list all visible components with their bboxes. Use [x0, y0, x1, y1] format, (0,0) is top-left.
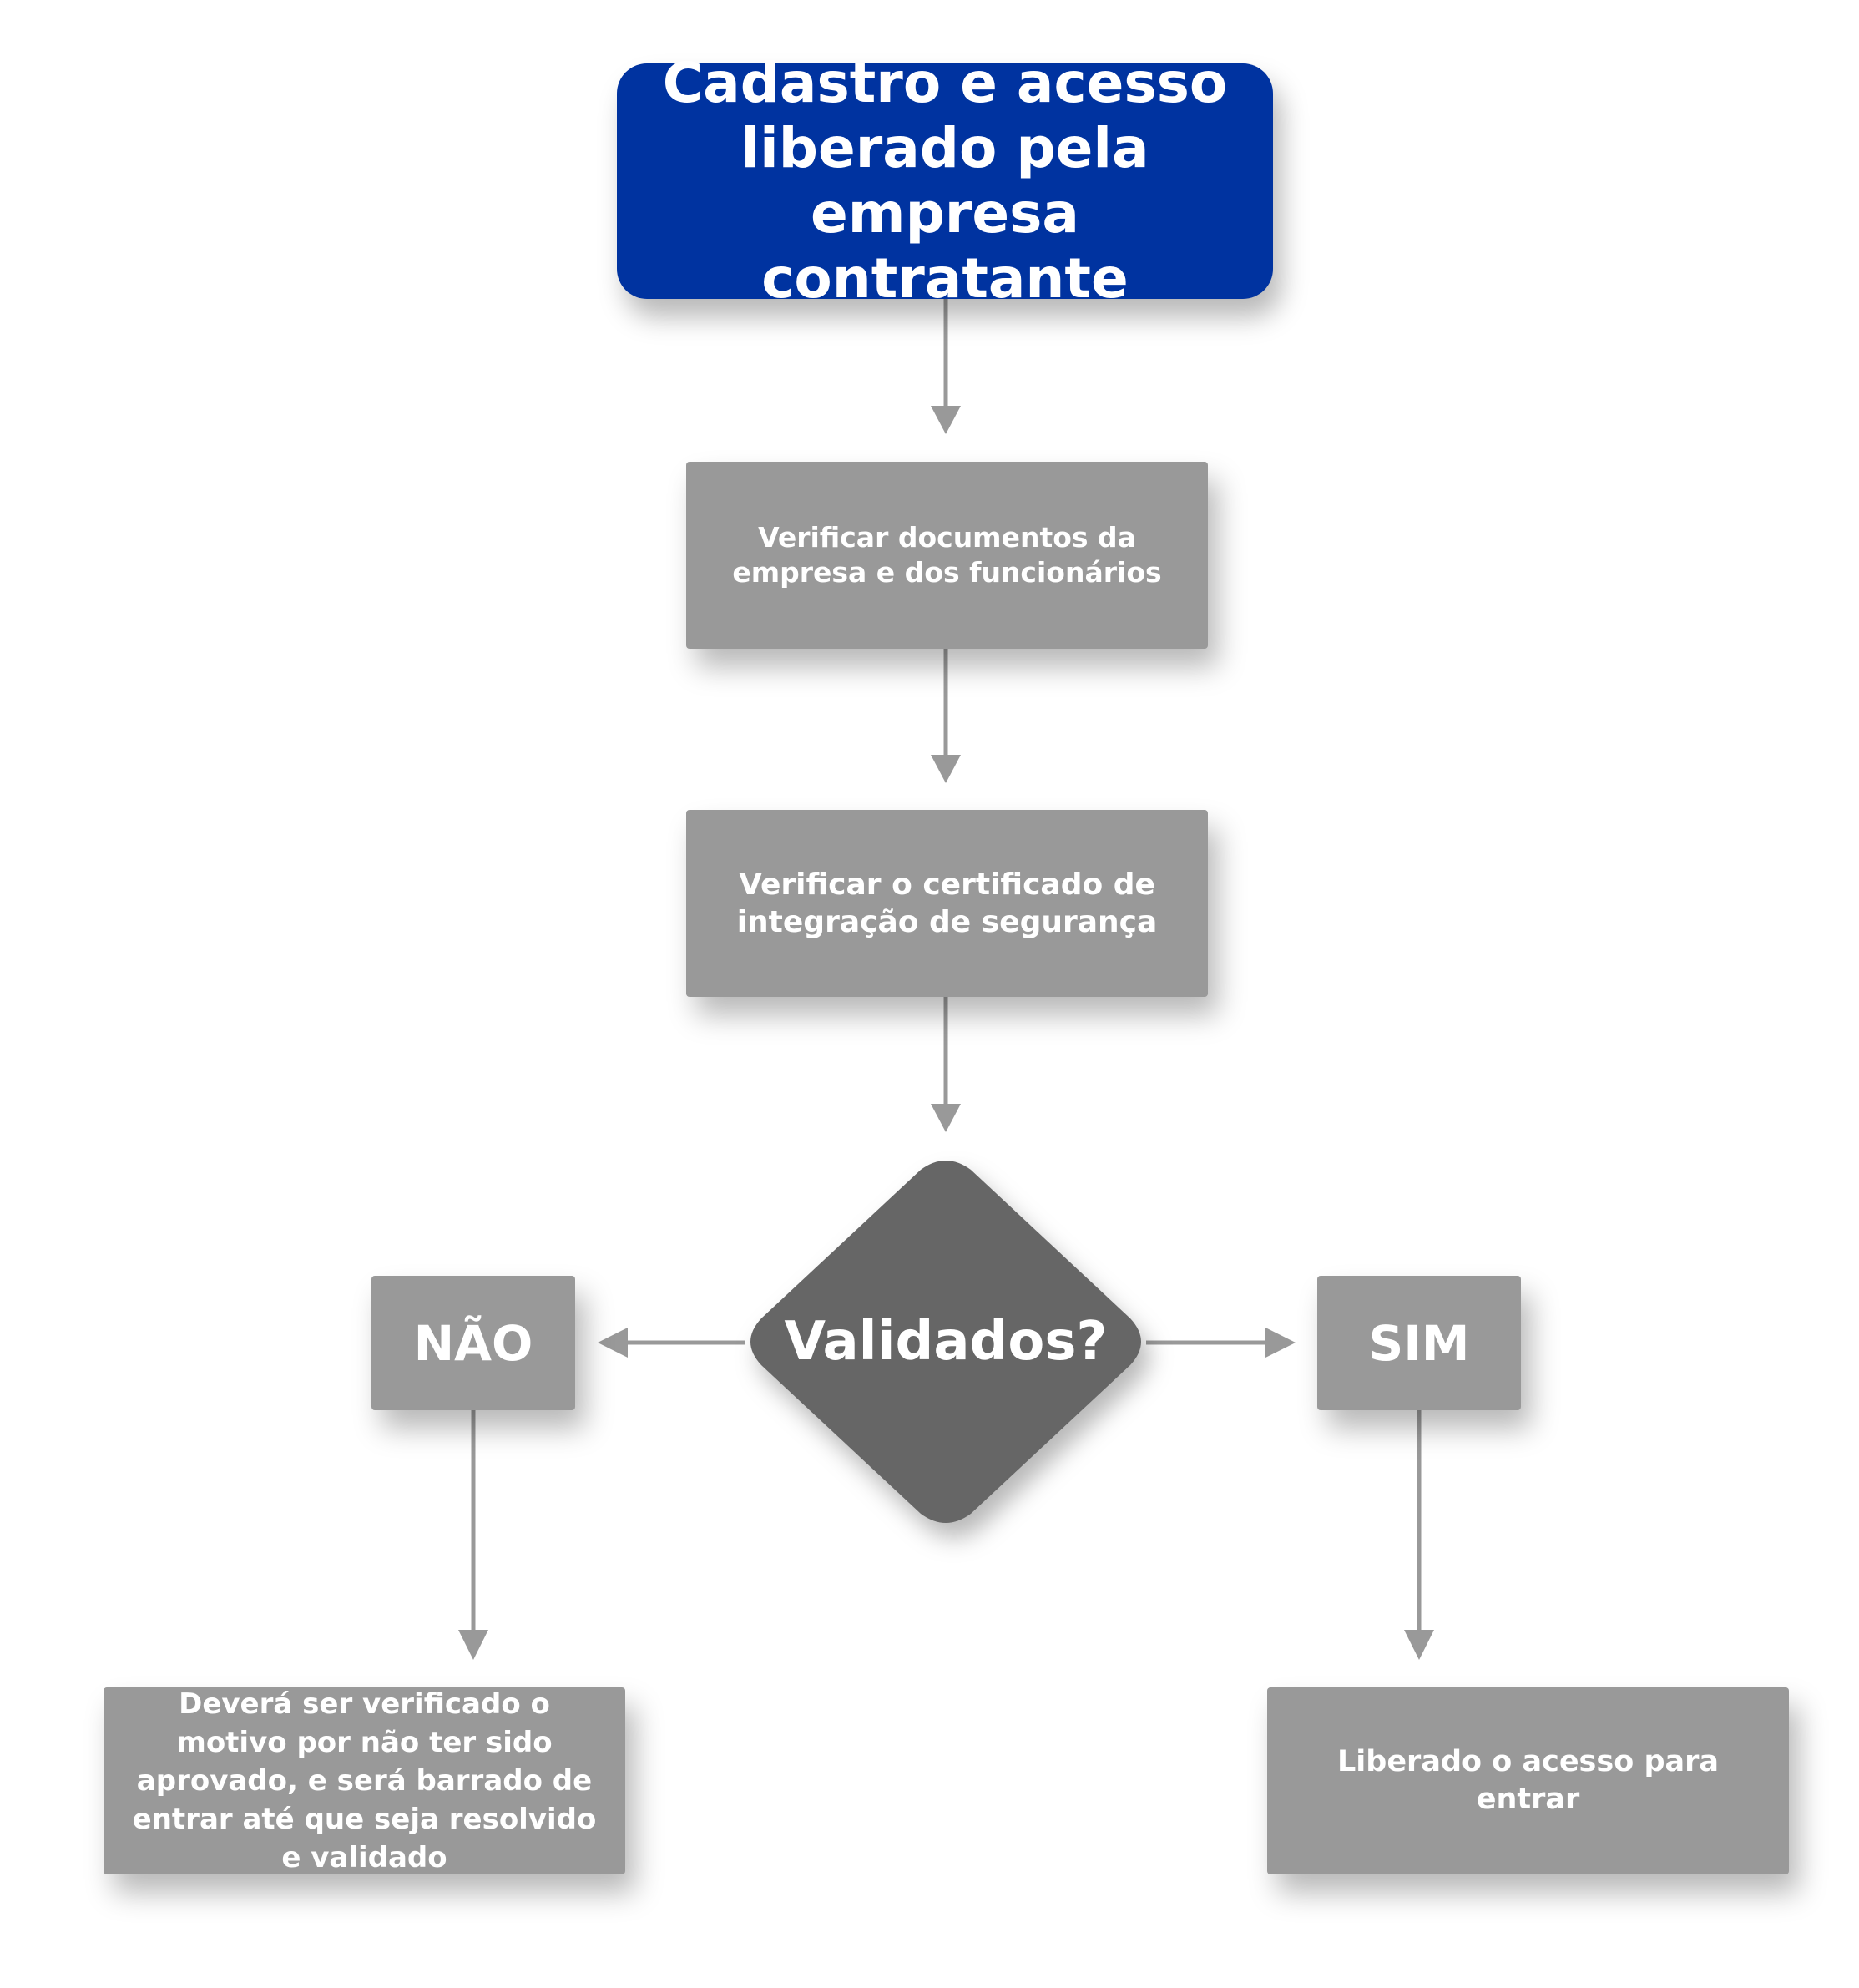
step-verify-certificate: Verificar o certificado de integração de…: [686, 810, 1208, 997]
outcome-yes-label: Liberado o acesso para entrar: [1336, 1745, 1720, 1816]
start-node-label: Cadastro e acesso liberado pela empresa …: [662, 51, 1228, 311]
arrow-down-icon: [931, 406, 961, 434]
decision-node: Validados?: [743, 1158, 1149, 1525]
connector-decision-to-nao: [598, 1328, 745, 1358]
start-node: Cadastro e acesso liberado pela empresa …: [617, 51, 1273, 311]
arrow-down-icon: [458, 1630, 488, 1660]
branch-no: NÃO: [371, 1276, 575, 1410]
connector-sim-to-outcome: [1404, 1410, 1434, 1660]
arrow-down-icon: [931, 755, 961, 783]
step-verify-documents: Verificar documentos da empresa e dos fu…: [686, 462, 1208, 649]
outcome-no: Deverá ser verificado o motivo por não t…: [104, 1687, 625, 1874]
outcome-yes: Liberado o acesso para entrar: [1267, 1687, 1789, 1874]
branch-no-label: NÃO: [413, 1314, 533, 1372]
decision-label: Validados?: [784, 1311, 1108, 1373]
connector-decision-to-sim: [1146, 1328, 1296, 1358]
connector-step1-to-step2: [931, 649, 961, 783]
connector-nao-to-outcome: [458, 1410, 488, 1660]
connector-start-to-step1: [931, 299, 961, 434]
branch-yes: SIM: [1317, 1276, 1521, 1410]
connector-step2-to-decision: [931, 997, 961, 1132]
decision-diamond-shape: [750, 1161, 1141, 1523]
arrow-right-icon: [1265, 1328, 1296, 1358]
outcome-no-label: Deverá ser verificado o motivo por não t…: [132, 1687, 597, 1874]
branch-yes-label: SIM: [1368, 1314, 1470, 1372]
arrow-down-icon: [931, 1104, 961, 1132]
step-verify-certificate-label: Verificar o certificado de integração de…: [736, 868, 1158, 939]
step-verify-documents-label: Verificar documentos da empresa e dos fu…: [732, 521, 1162, 589]
arrow-down-icon: [1404, 1630, 1434, 1660]
arrow-left-icon: [598, 1328, 628, 1358]
